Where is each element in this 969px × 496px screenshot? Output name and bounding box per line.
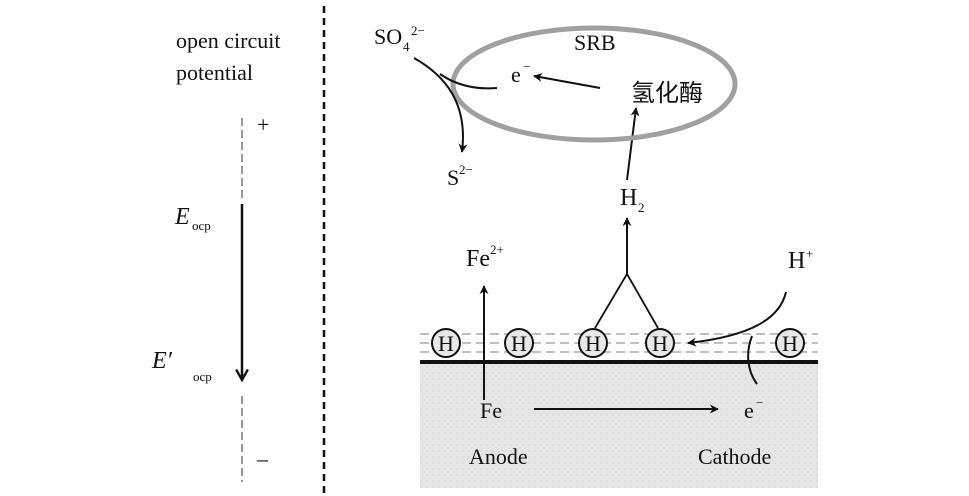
sulfate-reduction-arrow (413, 57, 468, 153)
srb-label: SRB (574, 30, 616, 55)
hydrogenase-label: 氢化酶 (631, 79, 703, 107)
srb-cell (450, 25, 738, 143)
ocp-label-line2: potential (176, 60, 253, 85)
cathode-electron-label: e (744, 398, 754, 423)
h2-to-hydrogenase-arrow (626, 107, 640, 181)
adsorbed-h-1-label: H (438, 331, 454, 356)
adsorbed-layer-lines (420, 333, 818, 353)
adsorbed-h-2-label: H (511, 331, 527, 356)
ocp-label-line1: open circuit (176, 28, 280, 53)
minus-sign: – (256, 446, 269, 471)
sulfide-superscript: 2− (459, 162, 473, 177)
sulfide-label: S (447, 165, 459, 190)
srb-electron-superscript: − (523, 59, 530, 74)
e-ocp-label: E (174, 204, 190, 230)
metal-substrate (420, 362, 818, 488)
h2-formation-lines (594, 273, 659, 329)
fe-label: Fe (480, 398, 502, 423)
h-plus-label: H (788, 248, 805, 274)
adsorbed-h-3: H (578, 328, 608, 358)
fe-ion-superscript: 2+ (490, 242, 504, 257)
electron-join-curve (439, 73, 498, 90)
h2-label: H (620, 185, 637, 211)
h2-subscript: 2 (638, 200, 645, 215)
anode-label: Anode (469, 444, 528, 469)
adsorbed-h-3-label: H (585, 331, 601, 356)
h-plus-arrow (687, 291, 787, 347)
sulfate-subscript: 4 (403, 39, 410, 54)
adsorbed-h-5-label: H (782, 331, 798, 356)
adsorbed-h-5: H (775, 328, 805, 358)
sulfate-label: SO (374, 24, 402, 49)
plus-sign: + (257, 112, 269, 137)
electron-to-surface-curve (747, 335, 758, 385)
adsorbed-h-1: H (431, 328, 461, 358)
fe-ion-label: Fe (466, 246, 490, 272)
e-prime-ocp-subscript: ocp (193, 369, 212, 384)
cathode-label: Cathode (698, 444, 771, 469)
e-ocp-subscript: ocp (192, 218, 211, 233)
e-prime-ocp-label: E′ (151, 348, 173, 374)
srb-electron-label: e (511, 62, 521, 87)
cathode-electron-superscript: − (756, 395, 763, 410)
sulfate-superscript: 2− (411, 23, 425, 38)
hydrogenase-to-electron-arrow (533, 73, 601, 89)
adsorbed-h-4-label: H (652, 331, 668, 356)
h-plus-superscript: + (806, 246, 813, 261)
adsorbed-h-4: H (645, 328, 675, 358)
adsorbed-h-2: H (504, 328, 534, 358)
